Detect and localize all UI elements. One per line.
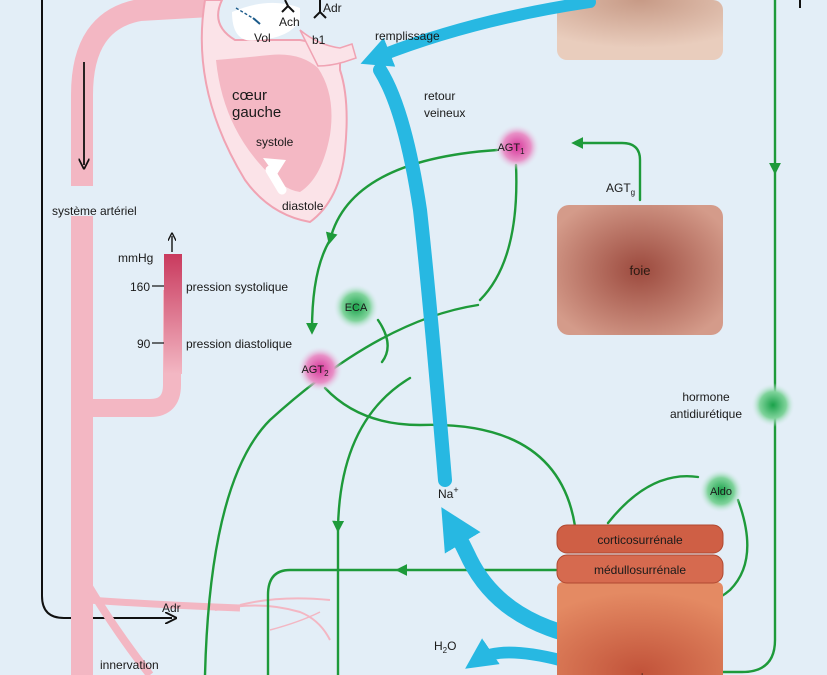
agt2-node	[297, 346, 343, 392]
liver-box	[557, 205, 723, 335]
coeur-label: cœur	[232, 87, 267, 104]
na-label: Na+	[438, 485, 459, 501]
adr-bottom-label: Adr	[162, 601, 181, 615]
agt1-to-agt2-arrow-upper	[325, 148, 499, 245]
pression-systolique-label: pression systolique	[186, 280, 288, 294]
hormone-label: hormone	[682, 390, 730, 404]
aldo-label: Aldo	[710, 486, 732, 498]
corticosurrenale-label: corticosurrénale	[597, 533, 683, 547]
kidney-na-blue-arrow	[441, 507, 588, 645]
antidiuretique-label: antidiurétique	[670, 407, 742, 421]
vol-dashed-line	[235, 7, 257, 21]
adh-to-kidney-arrow	[671, 168, 777, 675]
systole-label: systole	[256, 135, 294, 149]
rein-label: rein	[629, 671, 651, 675]
kidney-h2o-blue-arrow	[465, 638, 566, 669]
venous-return-blue-path	[373, 63, 452, 487]
retour-label: retour	[424, 89, 455, 103]
mmhg-label: mmHg	[118, 251, 153, 265]
vol-inhibit-bar	[252, 17, 261, 25]
b1-receptor-icon	[313, 0, 327, 19]
pression-diastolique-label: pression diastolique	[186, 337, 292, 351]
tick-90-label: 90	[137, 337, 151, 351]
kidney-box	[557, 582, 723, 675]
neural-feedback-line	[41, 0, 172, 618]
arterial-system	[70, 0, 331, 675]
foie-label: foie	[630, 263, 651, 278]
tick-160-label: 160	[130, 280, 150, 294]
corticosurrenale-band	[556, 524, 724, 554]
liver-to-agt1-arrow	[571, 137, 642, 202]
eca-node	[333, 284, 379, 330]
medullo-left-line	[266, 568, 402, 675]
left-heart	[200, 0, 357, 224]
agt-g-label: AGTg	[606, 181, 635, 197]
aldo-node	[699, 469, 743, 513]
top-organ-box	[557, 0, 723, 60]
adh-hormone-node	[751, 383, 795, 427]
veineux-label: veineux	[424, 106, 465, 120]
remplissage-label: remplissage	[375, 29, 440, 43]
ach-receptor-icon	[281, 0, 295, 13]
innervation-label: innervation	[100, 658, 159, 672]
h2o-label: H2O	[434, 639, 456, 655]
top-organ-to-heart-blue-arrow	[360, 0, 596, 67]
central-up-arrow	[332, 376, 412, 533]
medullosurrenale-band	[556, 554, 724, 584]
agt1-label: AGT1	[497, 142, 525, 156]
diastole-label: diastole	[282, 199, 324, 213]
central-long-curve-left	[203, 303, 480, 675]
ach-label: Ach	[279, 15, 300, 29]
pressure-gauge	[152, 236, 182, 374]
eca-label: ECA	[345, 302, 368, 314]
gauche-label: gauche	[232, 104, 281, 121]
systeme-arteriel-label: système artériel	[52, 204, 137, 218]
adr-top-label: Adr	[323, 1, 342, 15]
agt1-to-agt2-arrow-lower	[306, 238, 332, 335]
agt1-down-curve	[478, 163, 518, 302]
eca-circular-arc	[376, 318, 389, 364]
agt2-label: AGT2	[301, 364, 329, 378]
b1-label: b1	[312, 33, 326, 47]
medullosurrenale-label: médullosurrénale	[594, 563, 686, 577]
vol-label: Vol	[254, 31, 271, 45]
agt1-node	[494, 124, 540, 170]
cortico-to-aldo-line	[606, 475, 700, 525]
